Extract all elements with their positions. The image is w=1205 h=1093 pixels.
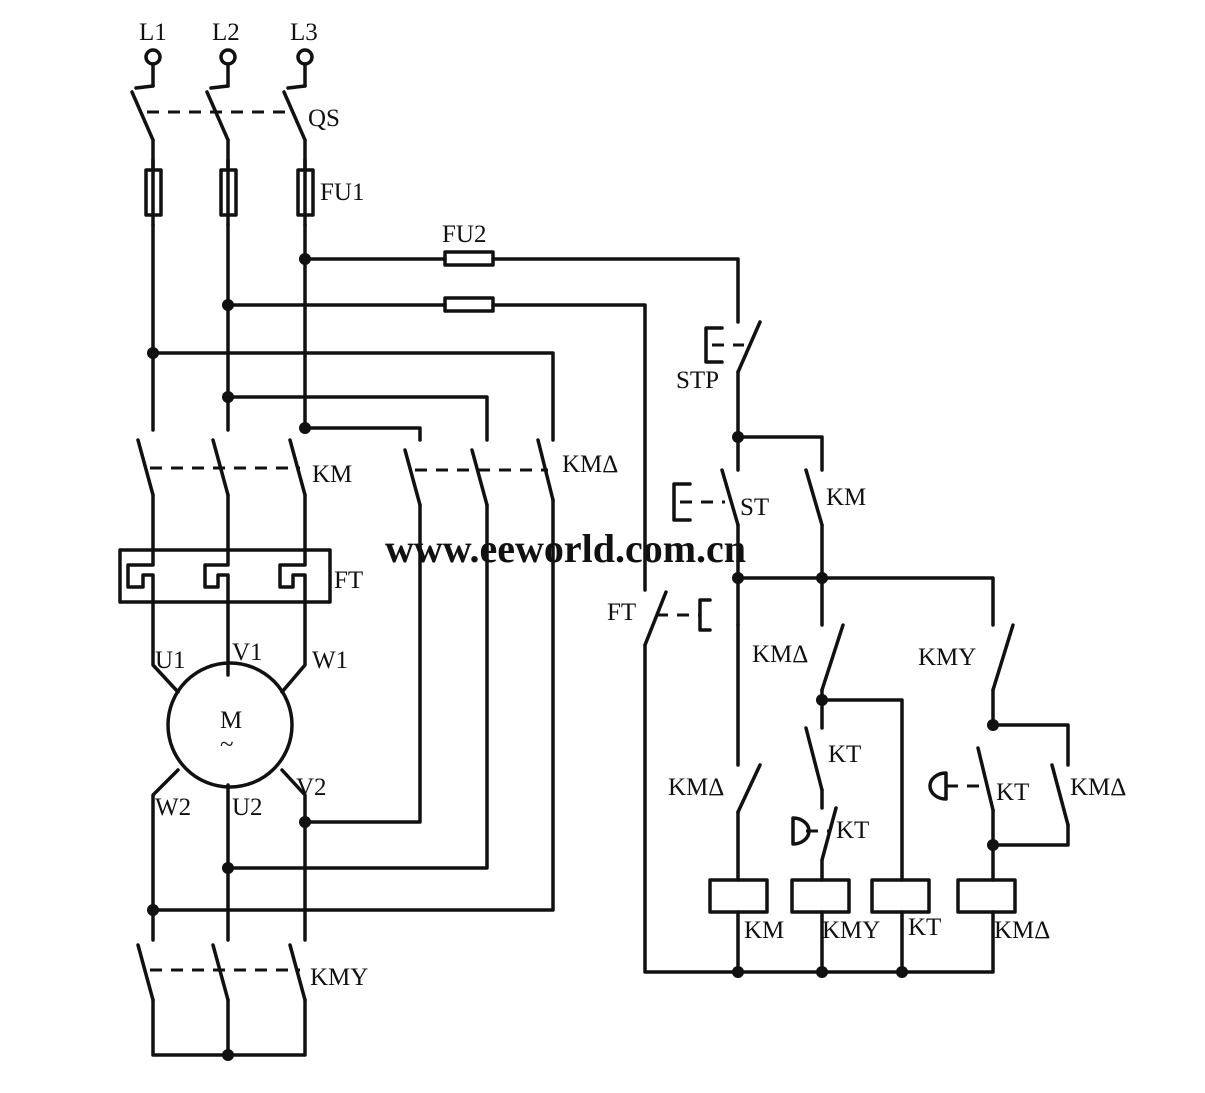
- label-coil-kmy: KMY: [822, 917, 880, 944]
- coil-km-delta: [956, 878, 1017, 914]
- coil-km: [708, 878, 769, 914]
- label-km-aux: KM: [826, 484, 866, 511]
- coil-kmy: [790, 878, 851, 914]
- stp-stop-button: [704, 320, 762, 374]
- label-w1: W1: [312, 647, 348, 674]
- coil-kt: [870, 878, 931, 914]
- km-holding-contact: [804, 468, 824, 527]
- label-v1: V1: [232, 639, 263, 666]
- label-u1: U1: [155, 647, 186, 674]
- label-qs: QS: [308, 105, 340, 132]
- fu2-fuses: [443, 250, 495, 313]
- km-delta-main-contacts: [403, 438, 555, 507]
- label-l2: L2: [212, 19, 240, 46]
- terminal-l2: [219, 48, 237, 66]
- watermark: www.eeworld.com.cn: [385, 526, 746, 571]
- label-fu1: FU1: [320, 179, 364, 206]
- kmy-nc-contact: [991, 623, 1015, 692]
- label-coil-km-delta: KMΔ: [994, 917, 1050, 944]
- label-l3: L3: [290, 19, 318, 46]
- label-v2: V2: [296, 774, 327, 801]
- labels: L1 L2 L3 QS FU1 FU2 STP ST KM KMΔ KM FT …: [139, 19, 1126, 991]
- control-circuit: [226, 250, 1070, 978]
- label-kmy-nc: KMY: [918, 644, 976, 671]
- ft-thermal-overload: [118, 548, 332, 604]
- label-u2: U2: [232, 794, 263, 821]
- label-kt-contact: KT: [828, 741, 861, 768]
- motor: [166, 661, 294, 789]
- km-delta-nc-contact-2: [820, 623, 845, 692]
- label-coil-kt: KT: [908, 914, 941, 941]
- timer-symbol-2: [928, 771, 948, 801]
- label-km-delta-nc-1: KMΔ: [668, 774, 724, 801]
- label-kt-timed: KT: [836, 817, 869, 844]
- kt-no-contact: [804, 726, 824, 792]
- label-kmy-main: KMY: [310, 964, 368, 991]
- label-fu2: FU2: [442, 221, 486, 248]
- power-circuit: [118, 48, 555, 1061]
- kmy-main-contacts: [136, 943, 307, 1002]
- label-stp: STP: [676, 367, 719, 394]
- ft-nc-contact: [643, 590, 712, 647]
- label-motor-m: M: [220, 707, 242, 734]
- km-delta-nc-contact-1: [736, 763, 762, 814]
- kt-timed-contact-2: [976, 746, 995, 812]
- label-km-delta-nc-2: KMΔ: [752, 641, 808, 668]
- label-l1: L1: [139, 19, 167, 46]
- kt-timed-contact: [820, 806, 838, 862]
- qs-isolator-switch: [130, 84, 307, 142]
- st-start-button: [672, 468, 740, 527]
- label-st: ST: [740, 494, 769, 521]
- fu1-fuses: [144, 158, 315, 227]
- terminal-l3: [296, 48, 314, 66]
- label-km-delta-main: KMΔ: [562, 451, 618, 478]
- label-km-main: KM: [312, 461, 352, 488]
- label-ft-contact: FT: [607, 599, 636, 626]
- label-w2: W2: [155, 794, 191, 821]
- km-main-contacts: [136, 438, 307, 497]
- label-kt-timed-2: KT: [996, 779, 1029, 806]
- km-delta-hold-contact: [1050, 763, 1070, 827]
- terminal-l1: [144, 48, 162, 66]
- label-ft-relay: FT: [334, 567, 363, 594]
- label-km-delta-hold: KMΔ: [1070, 774, 1126, 801]
- label-coil-km: KM: [744, 917, 784, 944]
- label-motor-tilde: ~: [220, 731, 234, 758]
